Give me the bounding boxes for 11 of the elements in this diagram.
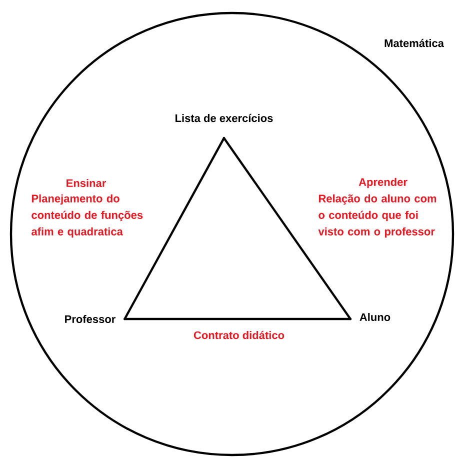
heading: Ensinar bbox=[66, 178, 106, 188]
note-text: Planejamento do conteúdo de funções afim e quadratica bbox=[32, 194, 143, 238]
vertex-label: Lista de exercícios bbox=[176, 114, 273, 122]
note-text: Relação do aluno com o conteúdo que foi visto com o professor bbox=[318, 194, 436, 238]
triangle-side bbox=[124, 318, 352, 320]
vertex-label: Aluno bbox=[360, 312, 390, 322]
heading: Aprender bbox=[358, 178, 408, 188]
edge-label: Contrato didático bbox=[194, 330, 284, 340]
triangle-side bbox=[222, 136, 352, 320]
vertex-label: Professor bbox=[65, 314, 116, 324]
triangle-side bbox=[124, 136, 226, 320]
